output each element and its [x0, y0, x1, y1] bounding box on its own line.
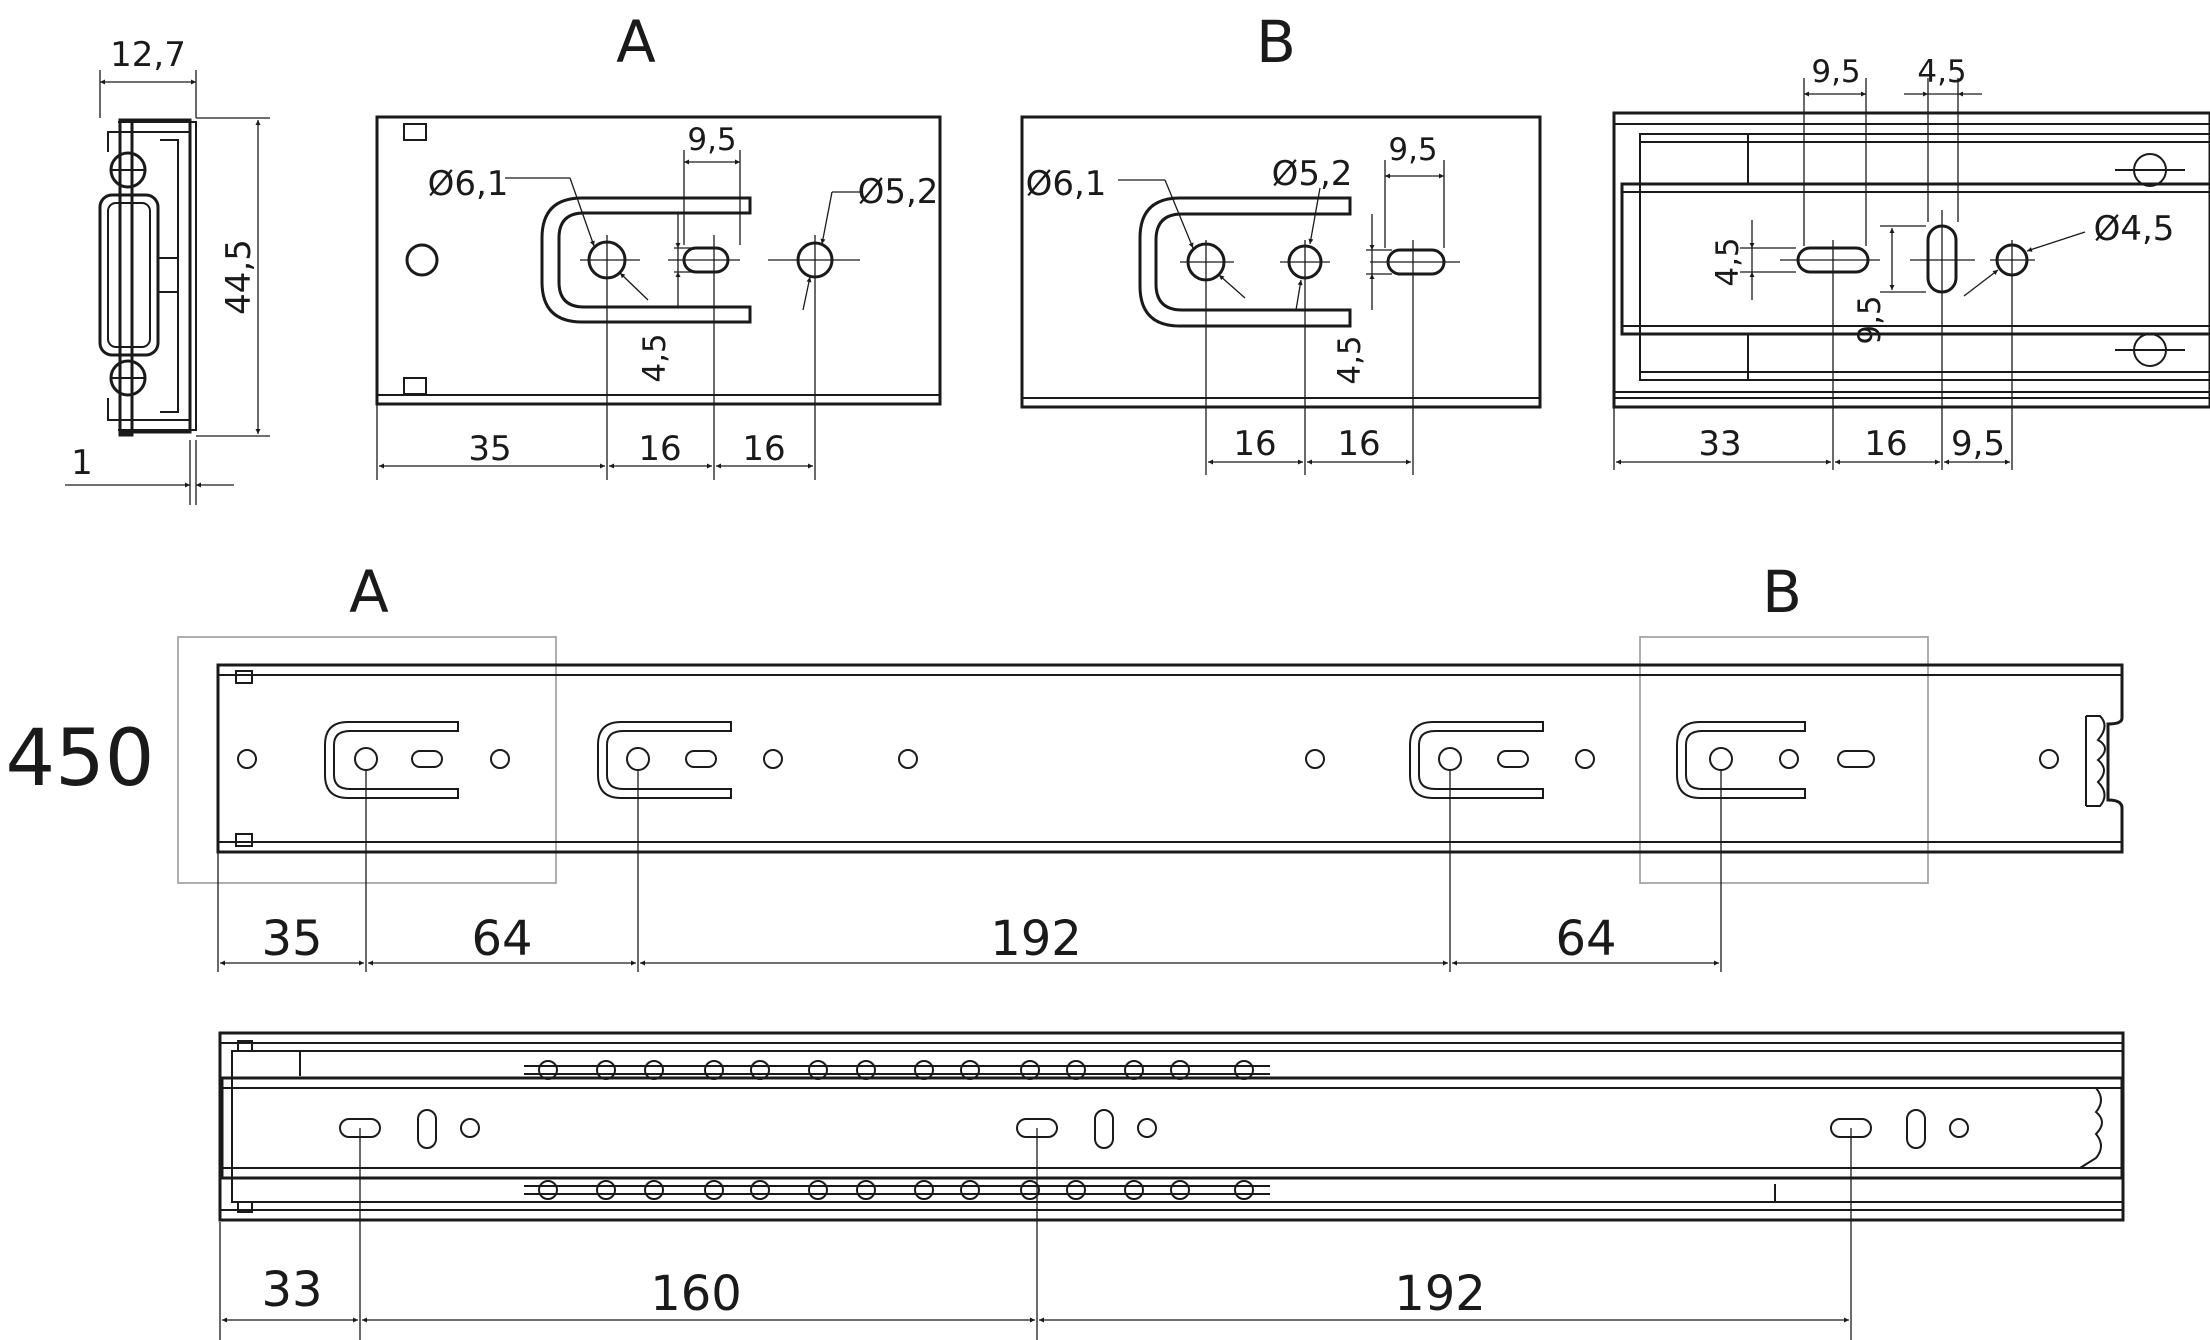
detail-inner-offset-label: 33 — [1698, 424, 1741, 464]
detail-a-dia-large-label: Ø6,1 — [428, 164, 509, 204]
detail-b-slot-width-label: 4,5 — [1332, 335, 1368, 384]
profile-width-label: 12,7 — [110, 35, 186, 75]
detail-a-spacing-2-label: 16 — [742, 429, 785, 469]
detail-inner-slot-length-label: 9,5 — [1811, 54, 1860, 90]
cabinet-dim-4: 64 — [1555, 911, 1616, 967]
ball-cage-bottom — [538, 1180, 1254, 1200]
detail-inner-slot-height-label: 9,5 — [1852, 295, 1888, 344]
cabinet-dim-3: 192 — [990, 911, 1082, 967]
detail-b-label: B — [1256, 8, 1296, 76]
detail-inner-slot-vertical-label: 4,5 — [1710, 237, 1746, 286]
detail-b-spacing-1-label: 16 — [1233, 424, 1276, 464]
detail-inner-slot-width-label: 4,5 — [1917, 54, 1966, 90]
detail-b-dia-small-label: Ø5,2 — [1272, 154, 1353, 194]
detail-a-offset-label: 35 — [468, 429, 511, 469]
profile-height-label: 44,5 — [219, 239, 259, 315]
mounting-slot-1 — [324, 721, 459, 799]
detail-a-slot-width-label: 4,5 — [637, 333, 673, 382]
detail-a-spacing-1-label: 16 — [638, 429, 681, 469]
cabinet-section-b-label: B — [1762, 558, 1802, 626]
mounting-slot-3 — [1409, 721, 1544, 799]
mounting-slot-2 — [597, 721, 732, 799]
detail-b-spacing-2-label: 16 — [1337, 424, 1380, 464]
profile-thickness-label: 1 — [71, 443, 93, 483]
detail-a: 35 16 16 9,5 4,5 Ø6,1 Ø5,2 — [375, 115, 942, 480]
detail-b-slot-length-label: 9,5 — [1388, 132, 1437, 168]
slide-length-label: 450 — [6, 714, 155, 804]
detail-inner-spacing-1-label: 16 — [1864, 424, 1907, 464]
drawer-dim-3: 192 — [1394, 1266, 1486, 1322]
detail-a-label: A — [616, 8, 656, 76]
profile-cross-section: 12,7 44,5 1 — [65, 35, 270, 505]
mounting-slot-4 — [1676, 721, 1875, 799]
detail-a-dia-small-label: Ø5,2 — [858, 172, 939, 212]
detail-b-dia-large-label: Ø6,1 — [1026, 164, 1107, 204]
ball-cage-top — [538, 1060, 1254, 1080]
drawer-hole-group-1 — [339, 1109, 480, 1149]
detail-b: 16 16 9,5 4,5 Ø6,1 Ø5,2 — [1020, 115, 1542, 475]
cabinet-dim-2: 64 — [471, 911, 532, 967]
cabinet-section-a-label: A — [349, 558, 389, 626]
drawer-dim-1: 33 — [261, 1262, 322, 1318]
detail-inner-member: 33 16 9,5 9,5 4,5 4,5 9,5 Ø4,5 — [1612, 54, 2210, 470]
cabinet-dim-1: 35 — [261, 911, 322, 967]
detail-a-slot-length-label: 9,5 — [687, 122, 736, 158]
detail-inner-spacing-2-label: 9,5 — [1951, 424, 2005, 464]
cabinet-member-view: A B — [177, 558, 2124, 972]
drawer-hole-group-2 — [1016, 1109, 1157, 1149]
detail-inner-hole-dia-label: Ø4,5 — [2094, 209, 2175, 249]
drawer-member-view: 33 160 192 — [218, 1031, 2125, 1340]
drawer-dim-2: 160 — [650, 1266, 742, 1322]
